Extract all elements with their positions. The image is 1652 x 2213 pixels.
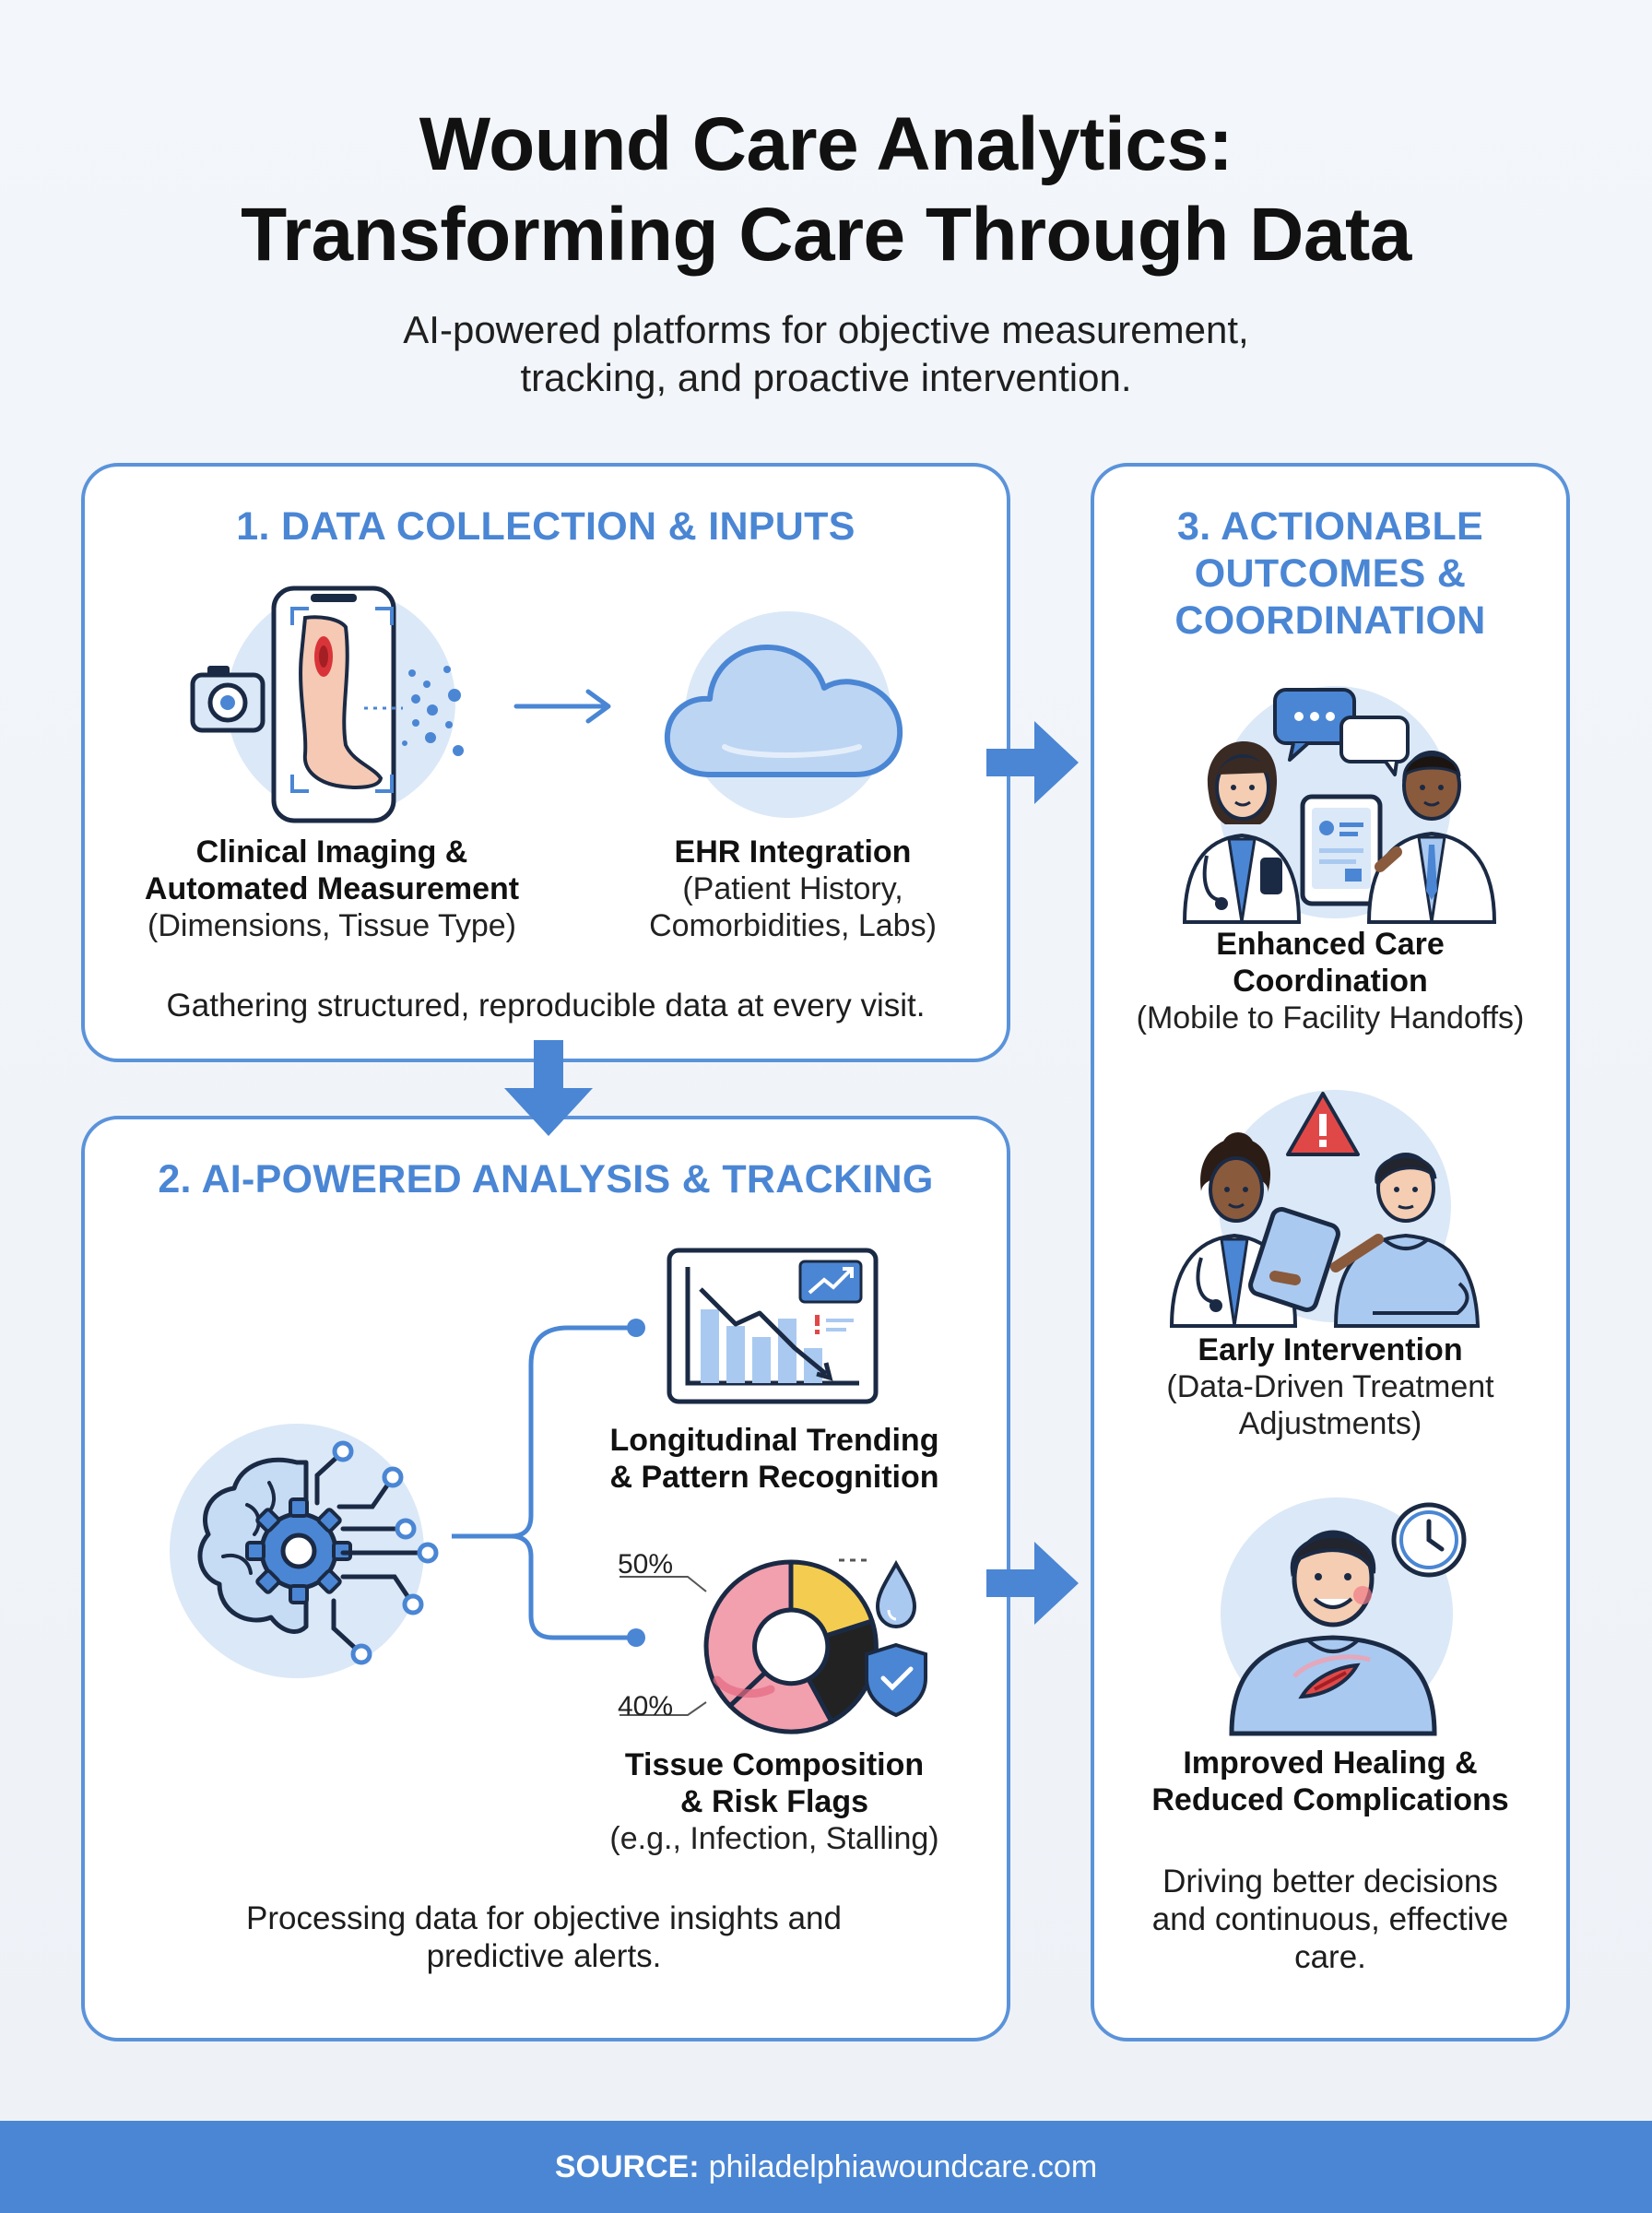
tissue-donut-icon xyxy=(620,1558,927,1734)
section3-heading: 3. ACTIONABLE OUTCOMES & COORDINATION xyxy=(1091,503,1570,645)
coordination-title-1: Enhanced Care xyxy=(1216,927,1445,962)
section3-heading-3: COORDINATION xyxy=(1174,598,1486,643)
healing-title-2: Reduced Complications xyxy=(1151,1782,1509,1817)
subtitle-line-1: AI-powered platforms for objective measu… xyxy=(403,308,1249,351)
intervention-title: Early Intervention xyxy=(1198,1332,1463,1367)
flow-arrow-right-bottom-icon xyxy=(986,1542,1079,1625)
clinical-imaging-label: Clinical Imaging & Automated Measurement… xyxy=(101,834,562,944)
source-url: philadelphiawoundcare.com xyxy=(708,2148,1098,2184)
ehr-integration-title: EHR Integration xyxy=(674,834,912,870)
tissue-title-1: Tissue Composition xyxy=(624,1747,925,1782)
page-title: Wound Care Analytics: Transforming Care … xyxy=(0,100,1652,280)
trending-title-2: & Pattern Recognition xyxy=(609,1460,939,1495)
trend-chart-icon xyxy=(667,1248,879,1404)
page-subtitle: AI-powered platforms for objective measu… xyxy=(0,306,1652,402)
section3-description-3: care. xyxy=(1294,1939,1366,1975)
ehr-integration-detail-2: Comorbidities, Labs) xyxy=(649,908,937,943)
title-line-2: Transforming Care Through Data xyxy=(241,193,1411,277)
section1-description: Gathering structured, reproducible data … xyxy=(166,988,926,1024)
section3-heading-2: OUTCOMES & xyxy=(1194,551,1467,596)
clinical-imaging-detail: (Dimensions, Tissue Type) xyxy=(148,908,516,943)
tissue-detail: (e.g., Infection, Stalling) xyxy=(609,1821,939,1856)
tissue-title-2: & Risk Flags xyxy=(679,1784,869,1819)
clinical-imaging-icon xyxy=(190,586,464,823)
section2-description-1: Processing data for objective insights a… xyxy=(246,1900,842,1936)
section3-heading-1: 3. ACTIONABLE xyxy=(1177,504,1483,549)
clinical-imaging-title-1: Clinical Imaging & xyxy=(195,834,468,870)
care-team-icon xyxy=(1182,686,1497,924)
flow-arrow-right-top-icon xyxy=(986,721,1079,804)
connector-lines xyxy=(452,1319,645,1647)
flow-arrow-down-icon xyxy=(504,1040,593,1136)
intervention-detail-2: Adjustments) xyxy=(1238,1406,1422,1441)
title-line-1: Wound Care Analytics: xyxy=(419,102,1233,186)
clinical-imaging-title-2: Automated Measurement xyxy=(144,871,520,906)
improved-healing-icon xyxy=(1221,1497,1467,1736)
section2-description: Processing data for objective insights a… xyxy=(148,1899,940,1975)
ai-brain-icon xyxy=(170,1424,439,1678)
improved-healing-label: Improved Healing & Reduced Complications xyxy=(1091,1745,1570,1818)
care-coordination-label: Enhanced Care Coordination (Mobile to Fa… xyxy=(1091,926,1570,1036)
section3-description: Driving better decisions and continuous,… xyxy=(1091,1863,1570,1976)
section2-description-2: predictive alerts. xyxy=(426,1938,662,1974)
section3-description-2: and continuous, effective xyxy=(1151,1901,1509,1937)
subtitle-line-2: tracking, and proactive intervention. xyxy=(520,356,1132,399)
ehr-integration-detail-1: (Patient History, xyxy=(682,871,903,906)
donut-label-50: 50% xyxy=(618,1549,674,1580)
early-intervention-icon xyxy=(1169,1090,1481,1328)
ehr-integration-label: EHR Integration (Patient History, Comorb… xyxy=(590,834,996,944)
tissue-composition-label: Tissue Composition & Risk Flags (e.g., I… xyxy=(562,1746,986,1857)
source-footer: SOURCE: philadelphiawoundcare.com xyxy=(0,2121,1652,2213)
source-label: SOURCE: xyxy=(554,2148,700,2184)
coordination-detail: (Mobile to Facility Handoffs) xyxy=(1136,1000,1525,1035)
trending-label: Longitudinal Trending & Pattern Recognit… xyxy=(562,1422,986,1496)
coordination-title-2: Coordination xyxy=(1233,964,1428,999)
intervention-detail-1: (Data-Driven Treatment xyxy=(1166,1369,1494,1404)
healing-title-1: Improved Healing & xyxy=(1183,1746,1478,1781)
section2-heading: 2. AI-POWERED ANALYSIS & TRACKING xyxy=(158,1157,934,1201)
cloud-icon xyxy=(664,611,903,818)
trending-title-1: Longitudinal Trending xyxy=(609,1423,939,1458)
donut-label-40: 40% xyxy=(618,1691,674,1722)
section1-heading: 1. DATA COLLECTION & INPUTS xyxy=(236,504,856,549)
section3-description-1: Driving better decisions xyxy=(1162,1864,1498,1899)
arrow-right-icon xyxy=(513,689,611,724)
early-intervention-label: Early Intervention (Data-Driven Treatmen… xyxy=(1091,1331,1570,1442)
